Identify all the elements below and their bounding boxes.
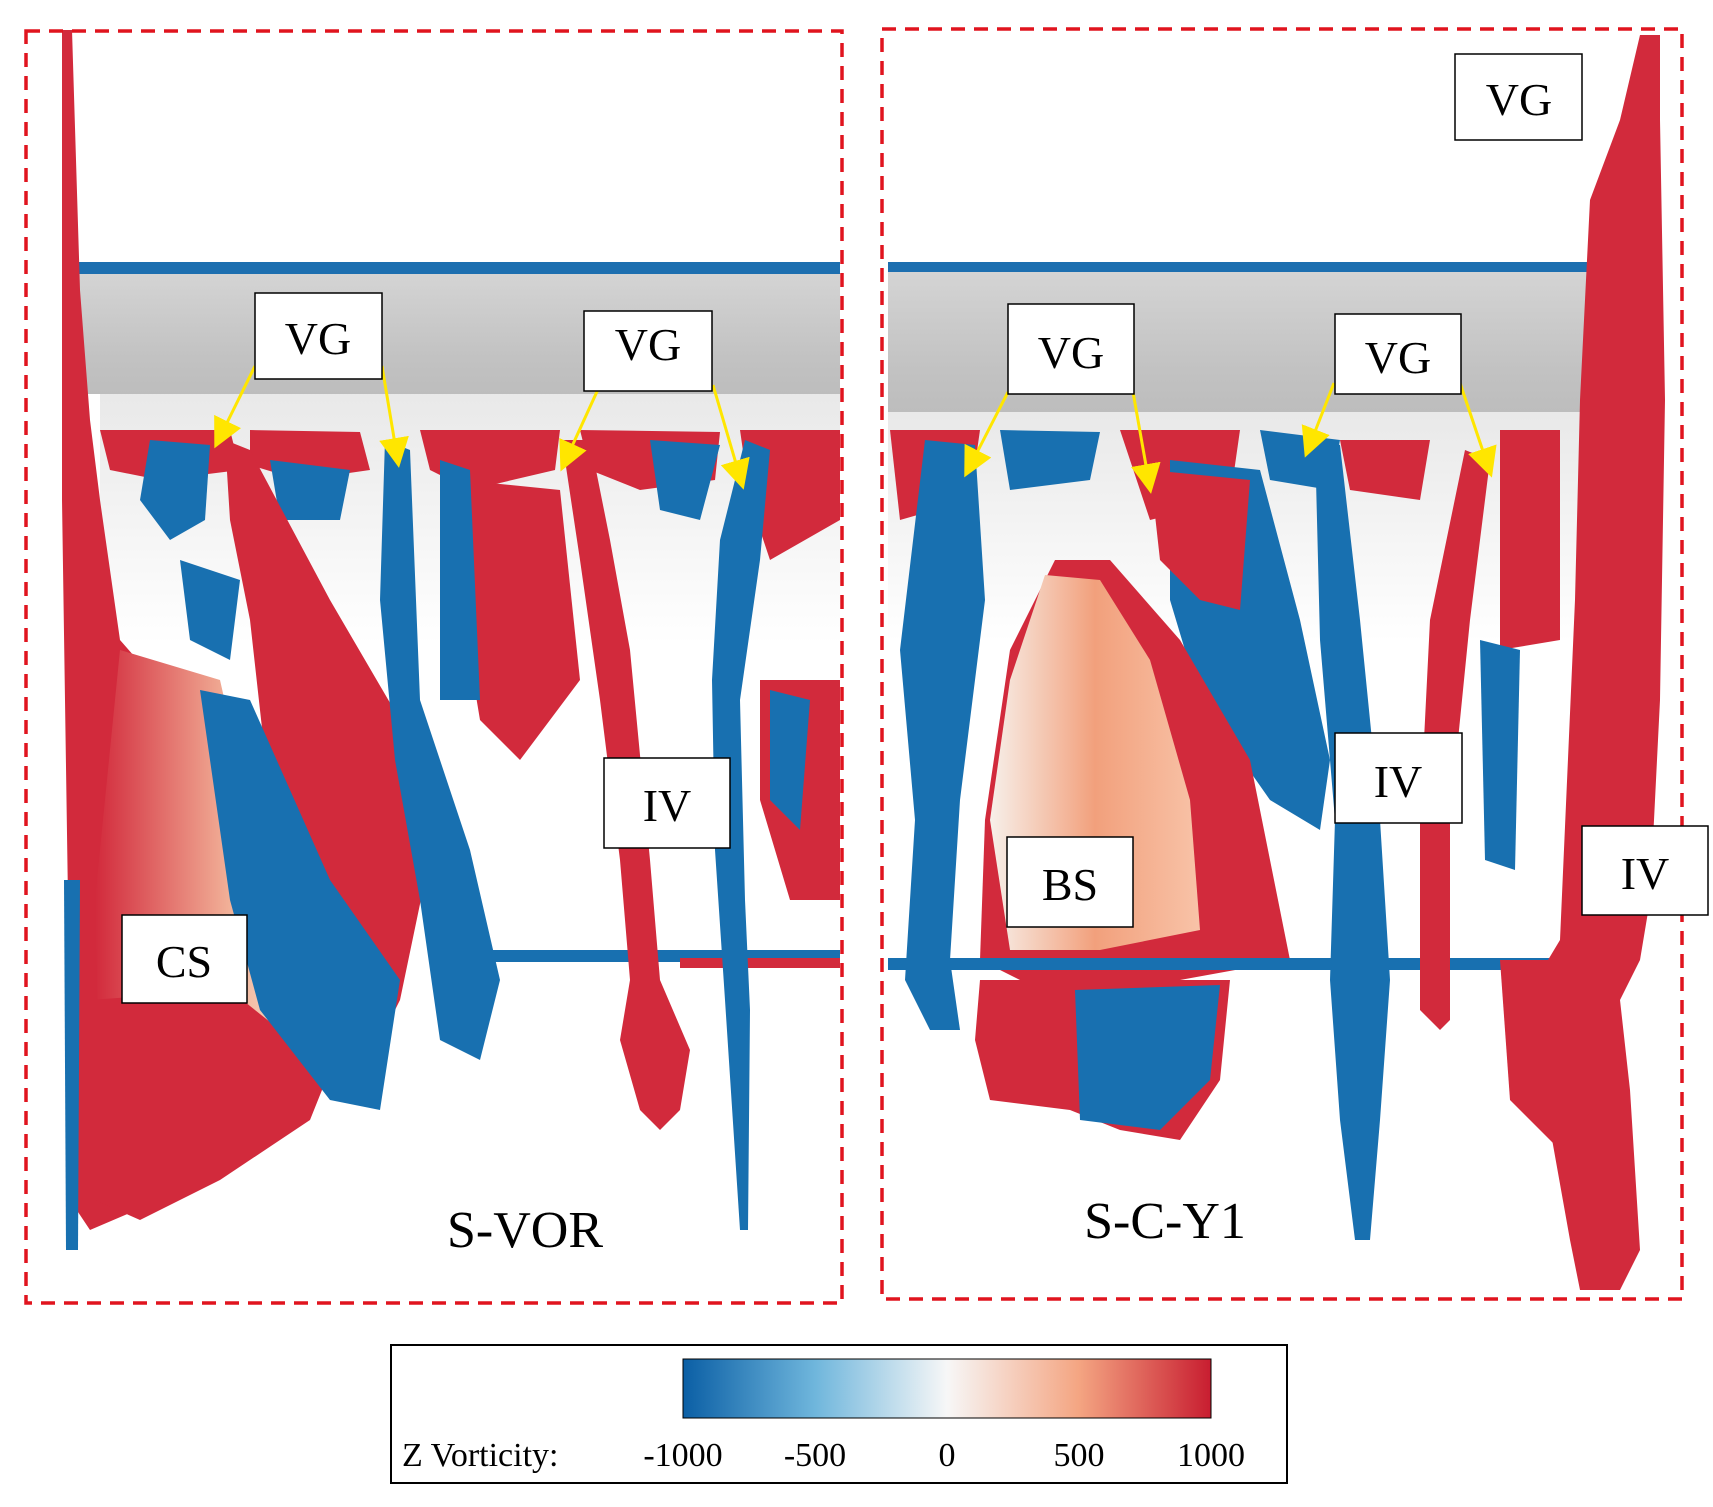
caption-s-vor: S-VOR xyxy=(447,1202,603,1259)
colorbar-tick: 0 xyxy=(939,1437,956,1474)
svg-text:VG: VG xyxy=(1365,332,1431,383)
arrow xyxy=(1301,382,1336,458)
panel-s-c-y1 xyxy=(880,27,1684,1301)
arrow xyxy=(964,391,1010,478)
colorbar-tick: 1000 xyxy=(1177,1437,1245,1474)
arrow xyxy=(559,384,602,472)
svg-text:VG: VG xyxy=(1486,74,1552,125)
arrow xyxy=(379,365,409,468)
colorbar-tick: 500 xyxy=(1054,1437,1105,1474)
svg-text:VG: VG xyxy=(615,319,681,370)
left-wall-edge xyxy=(64,880,80,1250)
annotation-arrows xyxy=(214,365,1497,494)
label-vg: VG xyxy=(583,310,713,392)
caption-s-c-y1: S-C-Y1 xyxy=(1084,1193,1246,1250)
svg-text:IV: IV xyxy=(1374,756,1423,807)
colorbar-title: Z Vorticity: xyxy=(402,1437,558,1474)
arrow xyxy=(711,384,750,490)
svg-text:CS: CS xyxy=(156,936,212,987)
panel-frame xyxy=(880,27,1684,1301)
label-vg: VG xyxy=(1007,303,1135,395)
diagonal-red-vortex xyxy=(225,440,425,1040)
iv-blue-vortex xyxy=(712,440,770,1230)
svg-text:IV: IV xyxy=(643,780,692,831)
iv-blue-column xyxy=(1315,440,1390,1240)
diagonal-blue-vortex xyxy=(200,690,400,1110)
label-vg: VG xyxy=(1334,313,1462,395)
arrow xyxy=(1131,391,1161,494)
svg-text:IV: IV xyxy=(1621,848,1670,899)
label-vg: VG xyxy=(254,292,383,380)
blue-streak-vortex xyxy=(380,440,500,1060)
colorbar-tick: -1000 xyxy=(643,1437,722,1474)
label-bs: BS xyxy=(1006,836,1134,928)
label-iv: IV xyxy=(603,757,731,849)
rod-red xyxy=(680,958,840,968)
plate xyxy=(888,272,1598,412)
arrow xyxy=(214,365,257,449)
corner-structure-base xyxy=(90,990,330,1220)
rod xyxy=(888,958,1608,970)
right-base-vortex xyxy=(1500,960,1600,1150)
colorbar-tick: -500 xyxy=(784,1437,846,1474)
label-vg: VG xyxy=(1454,53,1583,141)
near-wall-structures xyxy=(100,430,840,900)
colorbar-gradient xyxy=(682,1358,1212,1419)
plate-edge xyxy=(888,262,1598,272)
label-iv: IV xyxy=(1581,825,1709,916)
svg-text:VG: VG xyxy=(1038,327,1104,378)
panel-s-vor xyxy=(24,29,844,1305)
svg-text:BS: BS xyxy=(1042,859,1098,910)
colorbar-legend: Z Vorticity: -1000 -500 0 500 1000 xyxy=(390,1344,1288,1484)
arrow xyxy=(1458,382,1497,478)
label-cs: CS xyxy=(121,914,248,1004)
bs-base-blue xyxy=(1075,985,1220,1130)
panel-frame xyxy=(24,29,844,1305)
left-blue-column xyxy=(900,440,985,1030)
plate xyxy=(70,274,840,394)
plate-edge xyxy=(70,262,840,274)
svg-text:VG: VG xyxy=(285,313,351,364)
label-iv: IV xyxy=(1334,732,1463,824)
